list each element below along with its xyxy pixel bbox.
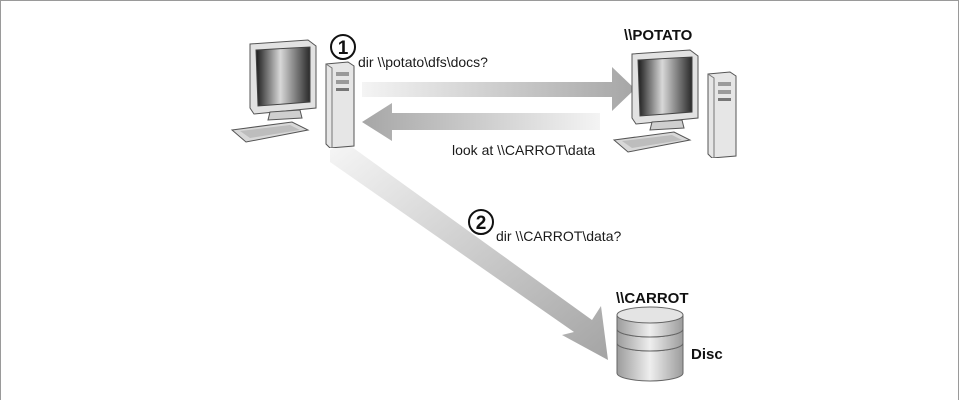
potato-server-computer-icon (613, 49, 737, 158)
step-2-label: dir \\CARROT\data? (496, 228, 621, 244)
request-arrow-2 (330, 142, 608, 360)
step-1-number: 1 (338, 38, 349, 59)
referral-arrow (362, 103, 600, 141)
request-arrow-1 (362, 67, 635, 111)
referral-label: look at \\CARROT\data (452, 142, 595, 158)
step-1-label: dir \\potato\dfs\docs? (358, 54, 488, 70)
step-2-marker: 2 (468, 209, 494, 235)
carrot-server-label: \\CARROT (616, 290, 689, 307)
disc-label: Disc (691, 346, 723, 363)
disc-storage-icon (616, 306, 684, 382)
step-2-number: 2 (476, 213, 487, 234)
step-1-marker: 1 (330, 34, 356, 60)
potato-server-label: \\POTATO (624, 27, 693, 44)
